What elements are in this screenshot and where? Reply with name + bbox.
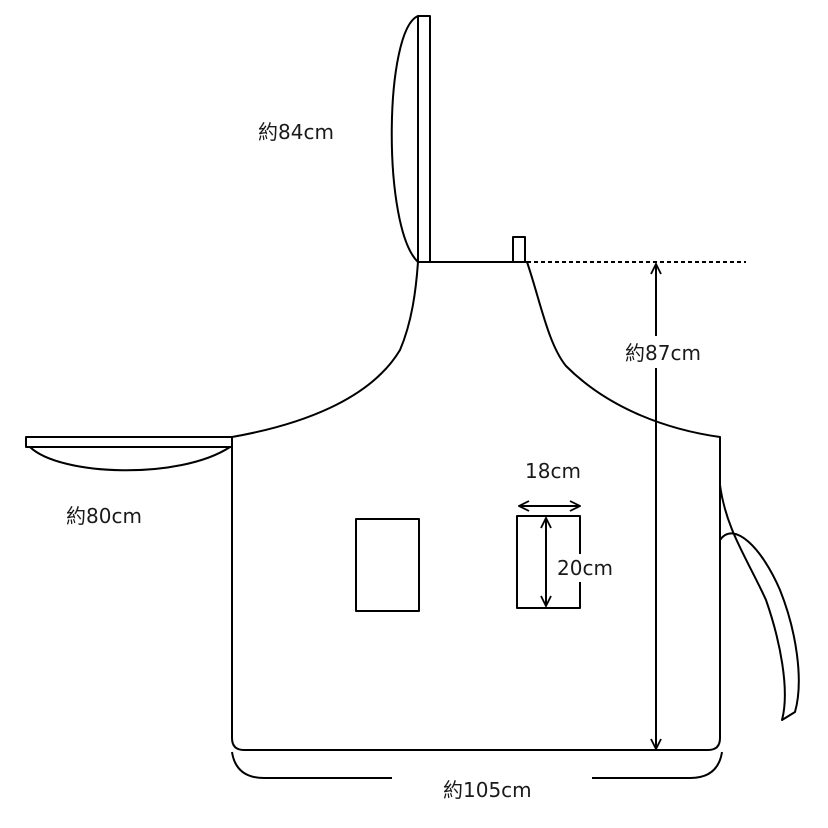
neck-loop xyxy=(512,236,526,263)
pocket-height-label: 20cm xyxy=(557,556,613,580)
waist-tie-label: 約80cm xyxy=(66,504,142,528)
hem-width-bracket-right xyxy=(592,751,723,779)
waist-tie-right xyxy=(719,484,800,721)
pocket-height-label-bg xyxy=(556,554,624,582)
neck-strap xyxy=(390,15,431,263)
neck-strap-label: 約84cm xyxy=(258,120,334,144)
hem-width-bracket-left xyxy=(231,751,392,779)
waist-tie-left xyxy=(25,436,233,472)
total-length-label-bg xyxy=(620,336,718,368)
apron-body xyxy=(231,261,721,751)
pocket-width-label: 18cm xyxy=(525,459,581,483)
total-length-label: 約87cm xyxy=(625,341,701,365)
pocket-left xyxy=(355,518,420,612)
hem-width-label: 約105cm xyxy=(443,778,532,802)
